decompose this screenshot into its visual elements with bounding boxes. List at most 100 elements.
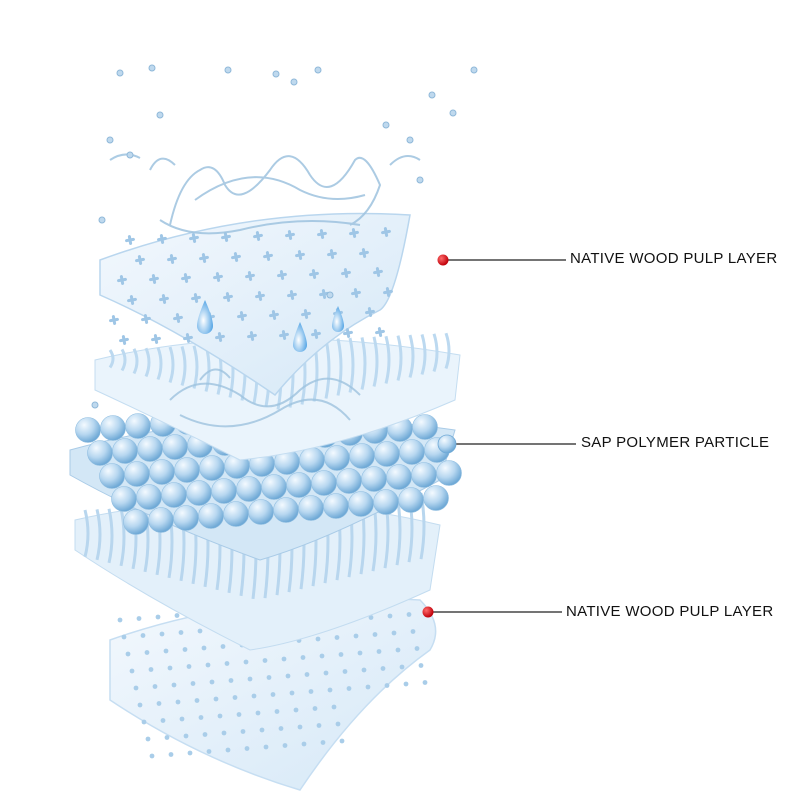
perforation-dot	[321, 740, 326, 745]
water-droplet	[149, 65, 155, 71]
perforation-dot	[271, 692, 276, 697]
perforation-dot	[122, 635, 127, 640]
perforation-dot	[210, 680, 215, 685]
sap-particle	[138, 437, 163, 462]
perforation-dot	[302, 742, 307, 747]
perforation-dot	[145, 650, 150, 655]
perforation-dot	[149, 667, 154, 672]
layer-label-middle: SAP POLYMER PARTICLE	[581, 434, 769, 451]
perforation-dot	[180, 717, 185, 722]
sap-particle	[150, 460, 175, 485]
cross-perforation	[150, 333, 162, 345]
layer-label-bottom: NATIVE WOOD PULP LAYER	[566, 603, 773, 620]
perforation-dot	[138, 703, 143, 708]
water-droplet	[407, 137, 413, 143]
perforation-dot	[226, 748, 231, 753]
perforation-dot	[184, 734, 189, 739]
perforation-dot	[150, 754, 155, 759]
leader-line-1	[438, 435, 576, 453]
perforation-dot	[267, 675, 272, 680]
perforation-dot	[415, 646, 420, 651]
perforation-dot	[407, 612, 412, 617]
perforation-dot	[126, 652, 131, 657]
perforation-dot	[172, 683, 177, 688]
water-droplet	[157, 112, 163, 118]
water-droplet	[315, 67, 321, 73]
perforation-dot	[221, 644, 226, 649]
perforation-dot	[207, 749, 212, 754]
sap-particle	[350, 444, 375, 469]
sap-particle	[101, 416, 126, 441]
perforation-dot	[339, 652, 344, 657]
sap-particle	[187, 481, 212, 506]
perforation-dot	[279, 726, 284, 731]
sap-particle	[76, 418, 101, 443]
sap-particle	[424, 486, 449, 511]
sap-particle	[88, 441, 113, 466]
perforation-dot	[316, 637, 321, 642]
perforation-dot	[175, 613, 180, 618]
perforation-dot	[263, 658, 268, 663]
sap-particle	[199, 504, 224, 529]
perforation-dot	[169, 752, 174, 757]
sap-particle	[149, 508, 174, 533]
water-droplet	[417, 177, 423, 183]
sap-particle	[374, 490, 399, 515]
perforation-dot	[118, 618, 123, 623]
perforation-dot	[282, 657, 287, 662]
cross-perforation	[124, 234, 136, 246]
water-droplet	[225, 67, 231, 73]
perforation-dot	[362, 668, 367, 673]
sap-particle	[100, 464, 125, 489]
perforation-dot	[206, 663, 211, 668]
perforation-dot	[233, 695, 238, 700]
perforation-dot	[199, 715, 204, 720]
marker-sphere-1	[438, 435, 456, 453]
perforation-dot	[324, 671, 329, 676]
perforation-dot	[160, 632, 165, 637]
perforation-dot	[203, 732, 208, 737]
perforation-dot	[396, 648, 401, 653]
perforation-dot	[298, 725, 303, 730]
sap-particle	[237, 477, 262, 502]
perforation-dot	[256, 711, 261, 716]
water-droplet	[327, 292, 333, 298]
sap-particle	[249, 500, 274, 525]
water-droplet	[450, 110, 456, 116]
perforation-dot	[244, 660, 249, 665]
perforation-dot	[183, 647, 188, 652]
perforation-dot	[275, 709, 280, 714]
sap-particle	[412, 463, 437, 488]
cross-perforation	[118, 334, 130, 346]
sap-particle	[299, 496, 324, 521]
perforation-dot	[336, 722, 341, 727]
perforation-dot	[179, 630, 184, 635]
perforation-dot	[385, 683, 390, 688]
perforation-dot	[332, 705, 337, 710]
perforation-dot	[343, 669, 348, 674]
water-droplet	[92, 402, 98, 408]
leader-line-2	[423, 607, 563, 618]
perforation-dot	[130, 669, 135, 674]
sap-particle	[324, 494, 349, 519]
sap-particle	[349, 492, 374, 517]
perforation-dot	[141, 633, 146, 638]
perforation-dot	[404, 682, 409, 687]
perforation-dot	[388, 614, 393, 619]
perforation-dot	[392, 631, 397, 636]
sap-particle	[274, 498, 299, 523]
perforation-dot	[137, 616, 142, 621]
marker-dot-0	[438, 255, 449, 266]
sap-particle	[126, 414, 151, 439]
sap-particle	[362, 467, 387, 492]
perforation-dot	[377, 649, 382, 654]
perforation-dot	[358, 651, 363, 656]
perforation-dot	[157, 701, 162, 706]
perforation-dot	[264, 745, 269, 750]
perforation-dot	[313, 706, 318, 711]
perforation-dot	[335, 635, 340, 640]
perforation-dot	[176, 700, 181, 705]
water-droplet	[383, 122, 389, 128]
perforation-dot	[252, 694, 257, 699]
perforation-dot	[309, 689, 314, 694]
